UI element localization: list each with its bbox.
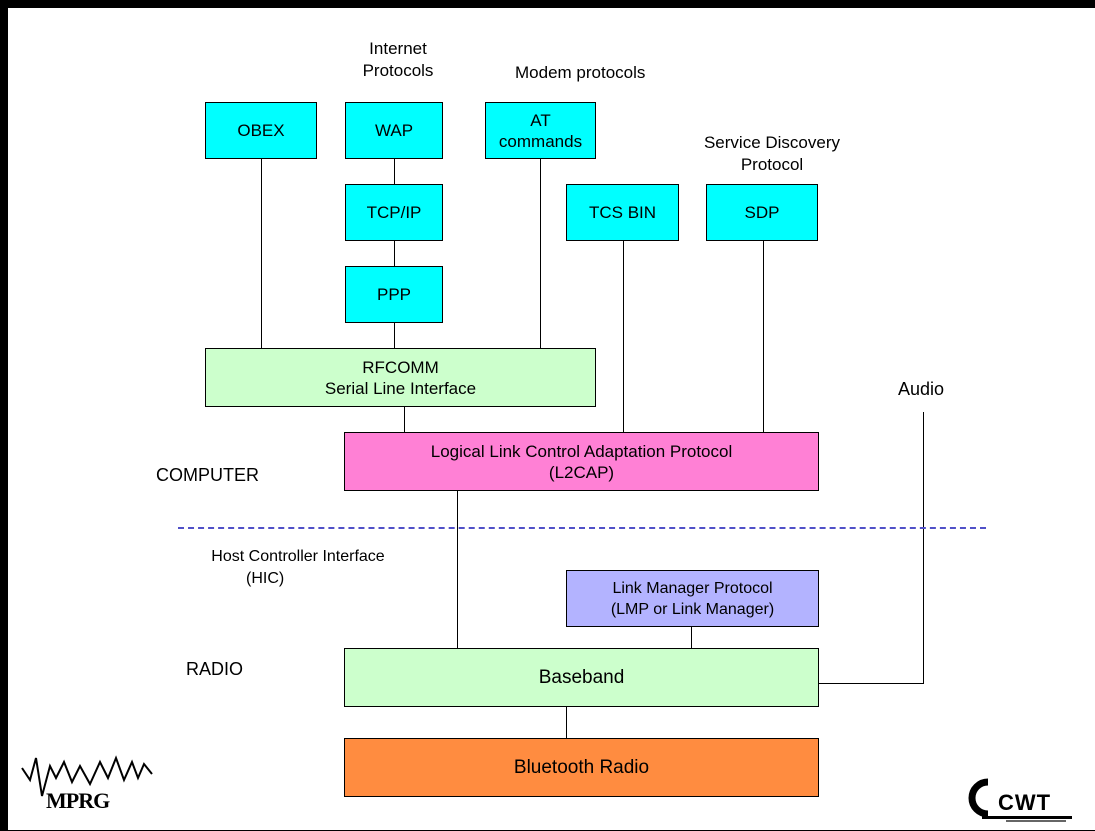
baseband-radio-connector: [566, 706, 567, 738]
audio-vertical-line: [923, 412, 924, 683]
lmp-box: Link Manager Protocol (LMP or Link Manag…: [566, 570, 819, 627]
mprg-wordmark: MPRG: [46, 788, 110, 813]
tcsbin-connector: [623, 240, 624, 432]
obex-box: OBEX: [205, 102, 317, 159]
audio-label: Audio: [898, 379, 945, 399]
bluetooth-radio-label: Bluetooth Radio: [513, 757, 650, 778]
ppp-rfcomm-connector: [394, 322, 395, 348]
l2cap-label-line2: (L2CAP): [548, 462, 615, 482]
wap-tcpip-connector: [394, 158, 395, 184]
at-label-line2: commands: [498, 131, 583, 151]
hci-caption: Host Controller Interface (HIC): [211, 548, 385, 587]
wap-box: WAP: [345, 102, 443, 159]
l2cap-baseband-connector: [457, 490, 458, 648]
l2cap-box: Logical Link Control Adaptation Protocol…: [344, 432, 819, 491]
ppp-box: PPP: [345, 266, 443, 323]
lmp-baseband-connector-2: [691, 626, 692, 648]
at-label-line1: AT: [530, 110, 551, 130]
baseband-label: Baseband: [538, 667, 625, 688]
tcs-bin-box: TCS BIN: [566, 184, 679, 241]
radio-label: RADIO: [186, 659, 244, 679]
obex-connector: [261, 158, 262, 348]
sdp-box: SDP: [706, 184, 818, 241]
rfcomm-label-line2: Serial Line Interface: [324, 378, 477, 398]
cwt-logo: CWT: [966, 776, 1076, 826]
ppp-label: PPP: [376, 285, 412, 304]
l2cap-label-line1: Logical Link Control Adaptation Protocol: [430, 441, 733, 461]
slide: Internet Protocols Modem protocols Servi…: [8, 8, 1095, 830]
wap-label: WAP: [374, 121, 414, 140]
audio-horizontal-line: [818, 683, 924, 684]
tcs-bin-label: TCS BIN: [588, 203, 657, 222]
bluetooth-radio-box: Bluetooth Radio: [344, 738, 819, 797]
baseband-box: Baseband: [344, 648, 819, 707]
lmp-label-line1: Link Manager Protocol: [612, 579, 773, 597]
sdp-label: SDP: [744, 203, 780, 222]
computer-radio-divider: [178, 527, 986, 529]
cwt-wordmark: CWT: [998, 790, 1052, 815]
sdp-caption: Service Discovery Protocol: [703, 133, 841, 174]
tcpip-box: TCP/IP: [345, 184, 443, 241]
tcpip-label: TCP/IP: [366, 203, 422, 222]
mprg-logo: MPRG: [20, 748, 180, 818]
internet-protocols-caption: Internet Protocols: [362, 39, 434, 80]
modem-protocols-caption: Modem protocols: [515, 63, 646, 82]
computer-label: COMPUTER: [156, 465, 259, 485]
rfcomm-box: RFCOMM Serial Line Interface: [205, 348, 596, 407]
lmp-label-line2: (LMP or Link Manager): [610, 600, 775, 618]
at-connector: [540, 158, 541, 348]
obex-label: OBEX: [237, 121, 285, 140]
sdp-connector: [763, 240, 764, 432]
rfcomm-l2cap-connector: [404, 406, 405, 432]
rfcomm-label-line1: RFCOMM: [362, 357, 439, 377]
tcpip-ppp-connector: [394, 240, 395, 266]
at-commands-box: AT commands: [485, 102, 596, 159]
